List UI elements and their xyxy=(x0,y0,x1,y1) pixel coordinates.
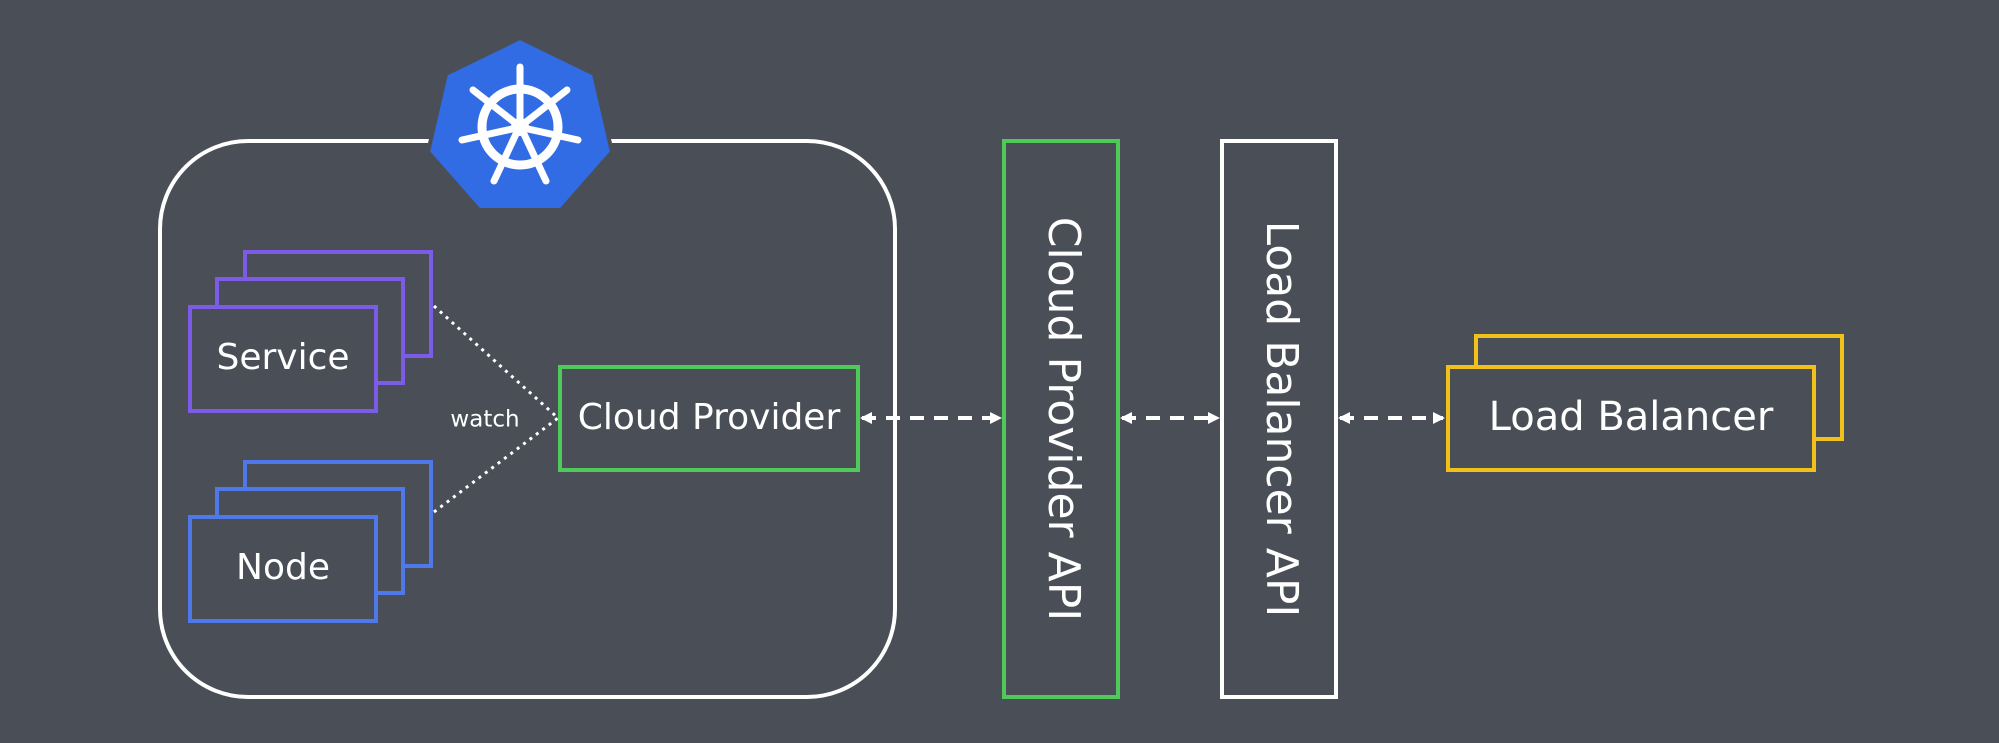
load-balancer-label: Load Balancer xyxy=(1489,394,1774,440)
load-balancer-api-box xyxy=(1220,139,1338,699)
watch-connectors xyxy=(432,304,560,514)
load-balancer-stack: Load Balancer xyxy=(1446,334,1844,472)
service-box xyxy=(188,305,378,413)
watch-label: watch xyxy=(450,407,519,433)
cloud-provider-label: Cloud Provider xyxy=(578,397,841,438)
node-box xyxy=(188,515,378,623)
kubernetes-logo-icon xyxy=(425,35,615,212)
service-stack: Service xyxy=(188,250,433,413)
cloud-provider-box xyxy=(558,365,860,472)
cloud-provider-api-box xyxy=(1002,139,1120,699)
load-balancer-box xyxy=(1446,365,1816,472)
node-stack: Node xyxy=(188,460,433,623)
cloud-provider-api-label: Cloud Provider API xyxy=(1038,217,1089,621)
load-balancer-api-label: Load Balancer API xyxy=(1256,221,1307,618)
service-label: Service xyxy=(216,337,349,378)
node-label: Node xyxy=(236,547,330,588)
